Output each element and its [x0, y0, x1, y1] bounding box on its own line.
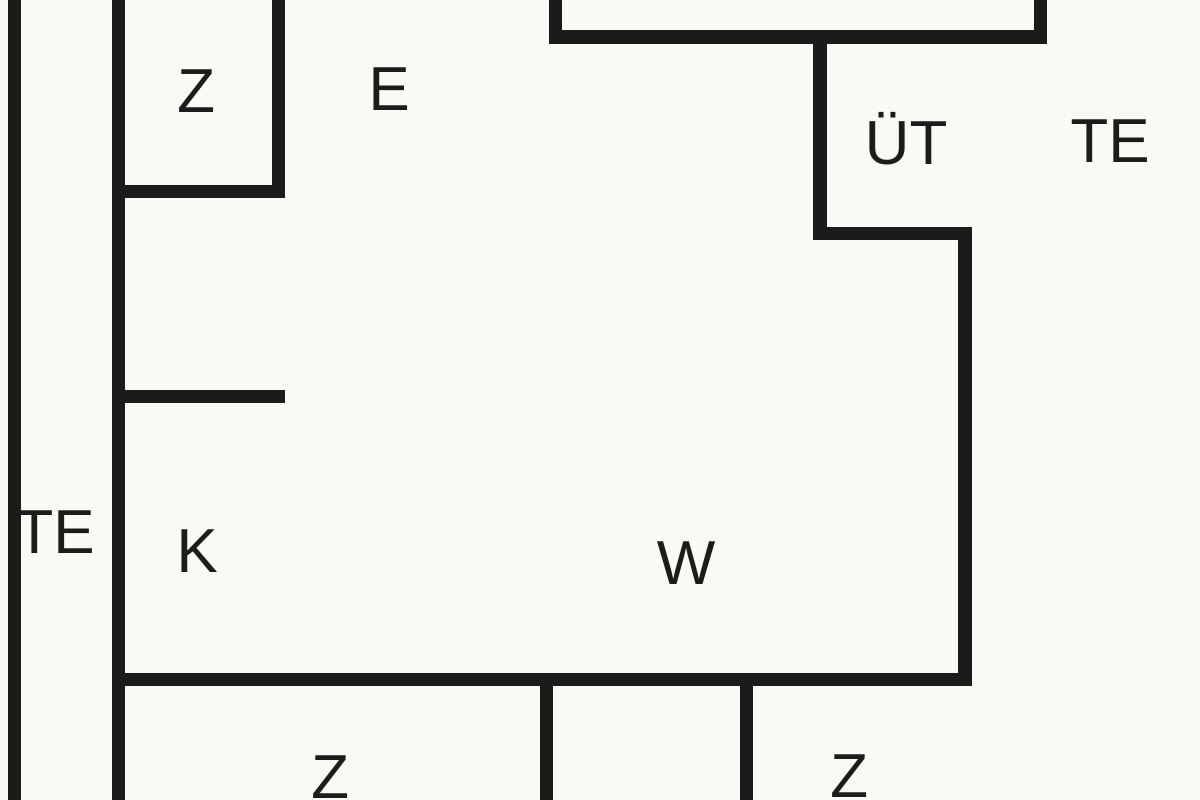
room-label-w: W: [656, 529, 716, 598]
wall-w-right: [958, 227, 972, 686]
room-label-e: E: [368, 55, 410, 124]
wall-outer-left: [8, 0, 21, 800]
room-label-uet: ÜT: [864, 109, 948, 178]
room-label-te-right: TE: [1070, 107, 1150, 176]
wall-z-bottom-divider-right: [740, 673, 753, 800]
wall-k-top: [112, 390, 285, 403]
room-label-z-top: Z: [177, 57, 215, 126]
room-label-z-bottom-right: Z: [830, 742, 868, 800]
wall-top-horizontal: [549, 30, 1047, 44]
wall-z-top-bottom: [112, 185, 285, 198]
room-label-te-left: TE: [15, 498, 95, 567]
room-label-k: K: [176, 517, 218, 586]
wall-uet-left: [813, 30, 827, 240]
wall-z-bottom-divider-left: [540, 673, 553, 800]
room-label-z-bottom-left: Z: [311, 743, 349, 800]
wall-z-top-right: [272, 0, 285, 198]
wall-uet-bottom: [813, 227, 972, 240]
wall-top-stub-right: [1034, 0, 1047, 43]
